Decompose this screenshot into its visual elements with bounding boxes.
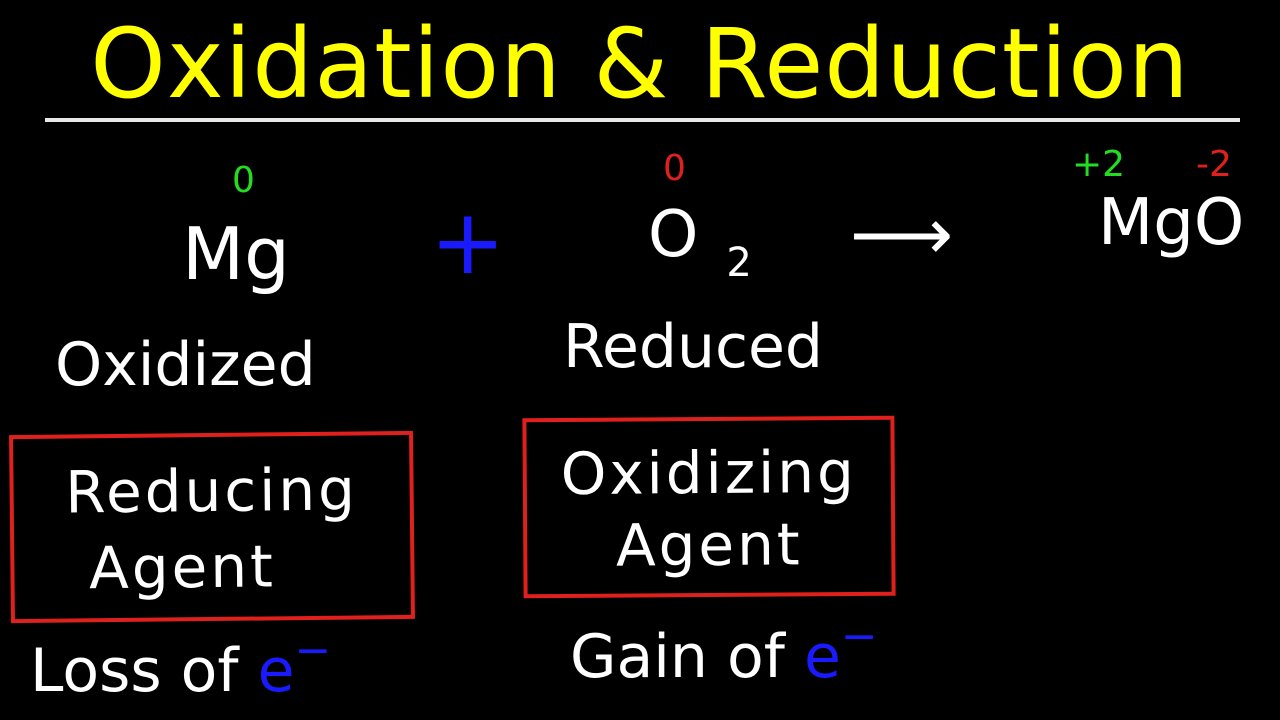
electron-symbol: e [257,636,295,706]
mg-product-state: +2 [1072,144,1126,185]
electron-charge: − [840,611,878,662]
reducing-label: Reducing [64,455,359,527]
oxidizing-agent-box: Oxidizing Agent [522,415,896,599]
mg-oxidation-state: 0 [232,160,255,201]
reduced-label: Reduced [563,312,824,382]
electron-symbol: e [803,622,841,692]
oxidized-label: Oxidized [55,330,316,400]
gain-of-text: Gain of [570,622,785,692]
reducing-agent-box: Reducing Agent [9,430,415,624]
reactant-mg: Mg [182,212,290,296]
electron-charge: − [294,625,332,676]
o-product-state: -2 [1196,144,1232,185]
oxidizing-label: Oxidizing [560,437,858,509]
page-title: Oxidation & Reduction [90,8,1190,120]
loss-of-text: Loss of [30,636,239,706]
reaction-arrow: ⟶ [850,192,954,276]
loss-of-electrons: Loss of e− [30,625,331,706]
o-symbol: O [648,198,699,272]
agent-label-right: Agent [615,510,803,580]
product-mgo: MgO [1098,186,1245,260]
plus-sign: + [430,190,506,295]
o2-oxidation-state: 0 [663,148,686,189]
title-underline [45,118,1240,122]
gain-of-electrons: Gain of e− [570,611,878,692]
agent-label-left: Agent [88,532,277,603]
o2-subscript: 2 [726,240,752,286]
